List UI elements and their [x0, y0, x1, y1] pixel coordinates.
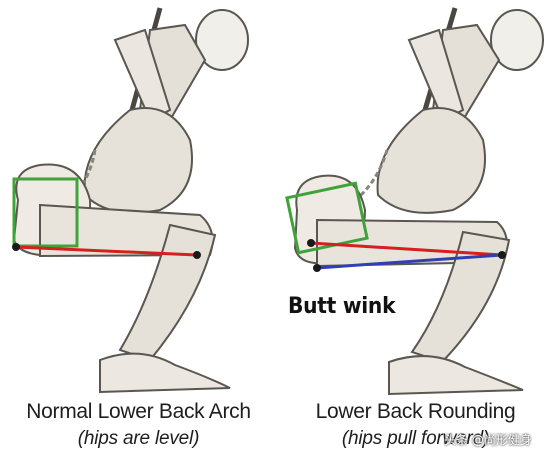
forearm: [407, 28, 465, 122]
squat-figure-normal: [12, 7, 249, 394]
hip-point-dropped: [313, 264, 321, 272]
left-caption: Normal Lower Back Arch: [26, 400, 251, 423]
skull: [490, 9, 544, 71]
hip-highlight-box: [12, 177, 79, 248]
butt-wink-label: Butt wink: [288, 294, 396, 319]
forearm: [113, 28, 172, 122]
hip-tilt-line: [316, 253, 503, 270]
hip-knee-level-line: [310, 241, 503, 257]
right-illustration-panel: Lower Back Rounding (hips pull forward): [277, 0, 554, 457]
right-subcaption: (hips pull forward): [341, 428, 490, 449]
skeleton-figure: [293, 7, 544, 396]
left-subcaption: (hips are level): [77, 428, 200, 449]
squat-figure-rounding: [285, 7, 544, 396]
knee-point: [498, 251, 506, 259]
skull: [195, 9, 249, 71]
foot: [388, 355, 524, 396]
spine: [348, 149, 389, 207]
hip-point: [307, 239, 315, 247]
ribcage: [376, 107, 486, 214]
right-caption: Lower Back Rounding: [315, 400, 516, 423]
knee-point: [193, 251, 201, 259]
watermark: 头条 @尚形健身: [444, 433, 532, 447]
ribcage: [83, 107, 193, 214]
left-illustration-panel: Normal Lower Back Arch (hips are level): [12, 7, 251, 449]
foot: [99, 352, 231, 394]
hip-knee-level-line: [15, 245, 198, 257]
skeleton-figure: [12, 7, 249, 394]
hip-point: [12, 243, 20, 251]
